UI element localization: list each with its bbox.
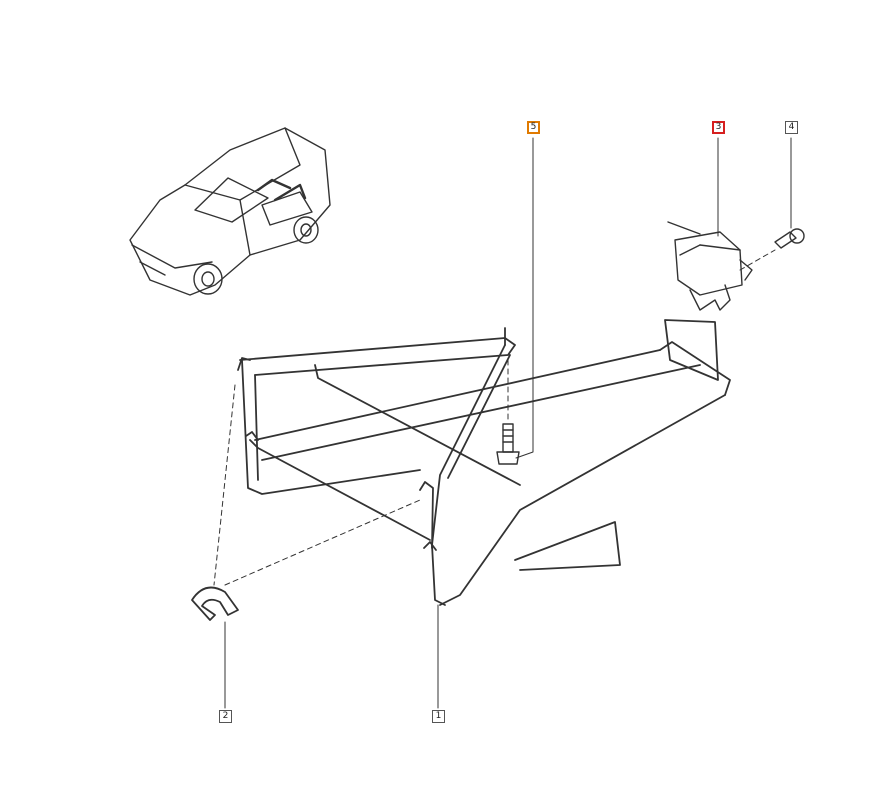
wire-frame xyxy=(237,319,731,606)
callout-5[interactable]: 5 xyxy=(527,121,540,134)
van-illustration xyxy=(129,127,331,296)
callout-4[interactable]: 4 xyxy=(785,121,798,134)
callout-2[interactable]: 2 xyxy=(219,710,232,723)
leader-lines xyxy=(224,137,792,709)
bolt xyxy=(496,423,520,465)
callout-1[interactable]: 1 xyxy=(432,710,445,723)
relay-module xyxy=(667,221,753,311)
callout-3[interactable]: 3 xyxy=(712,121,725,134)
clip xyxy=(191,586,239,621)
assembly-lines xyxy=(213,249,776,586)
screw xyxy=(774,228,805,249)
